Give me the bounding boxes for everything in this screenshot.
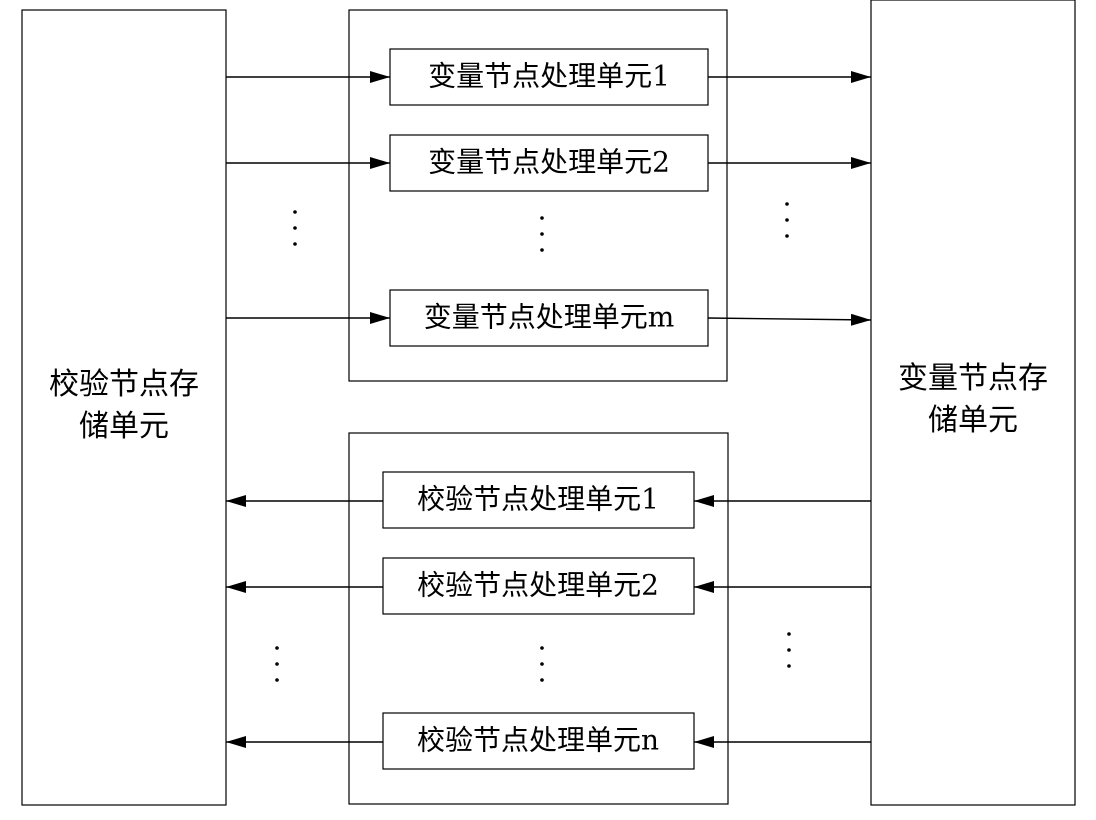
ellipsis-upper-left xyxy=(293,210,297,246)
check-node-unit-2: 校验节点处理单元2 xyxy=(382,557,695,615)
ellipsis-upper-center xyxy=(540,216,544,252)
check-node-unit-1-label: 校验节点处理单元1 xyxy=(417,483,659,516)
variable-node-storage-label-line1: 变量节点存 xyxy=(898,361,1048,396)
ellipsis-lower-left xyxy=(275,646,279,682)
check-node-unit-2-label: 校验节点处理单元2 xyxy=(417,569,659,602)
ellipsis-lower-center xyxy=(540,646,544,682)
check-node-storage-unit: 校验节点存 储单元 xyxy=(21,9,227,806)
variable-node-unit-2-label: 变量节点处理单元2 xyxy=(428,146,670,179)
variable-node-unit-1-label: 变量节点处理单元1 xyxy=(428,60,670,93)
variable-node-unit-m-label: 变量节点处理单元m xyxy=(424,301,675,334)
variable-node-unit-1: 变量节点处理单元1 xyxy=(389,48,709,106)
check-node-storage-label-line1: 校验节点存 xyxy=(49,367,199,402)
check-node-processing-group: 校验节点处理单元1 校验节点处理单元2 校验节点处理单元n xyxy=(348,432,729,805)
variable-node-storage-unit: 变量节点存 储单元 xyxy=(870,0,1076,806)
check-node-unit-n-label: 校验节点处理单元n xyxy=(417,724,659,757)
ellipsis-upper-right xyxy=(785,202,789,238)
variable-node-unit-m: 变量节点处理单元m xyxy=(389,289,709,347)
variable-node-unit-2: 变量节点处理单元2 xyxy=(389,134,709,192)
variable-node-storage-label-line2: 储单元 xyxy=(928,403,1018,438)
arrow-vnu-m-to-variable-storage xyxy=(707,313,872,326)
check-node-unit-n: 校验节点处理单元n xyxy=(382,712,695,770)
variable-node-processing-group: 变量节点处理单元1 变量节点处理单元2 变量节点处理单元m xyxy=(348,9,728,382)
check-node-unit-1: 校验节点处理单元1 xyxy=(382,471,695,529)
check-node-storage-label-line2: 储单元 xyxy=(79,409,169,444)
ellipsis-lower-right xyxy=(787,632,791,668)
